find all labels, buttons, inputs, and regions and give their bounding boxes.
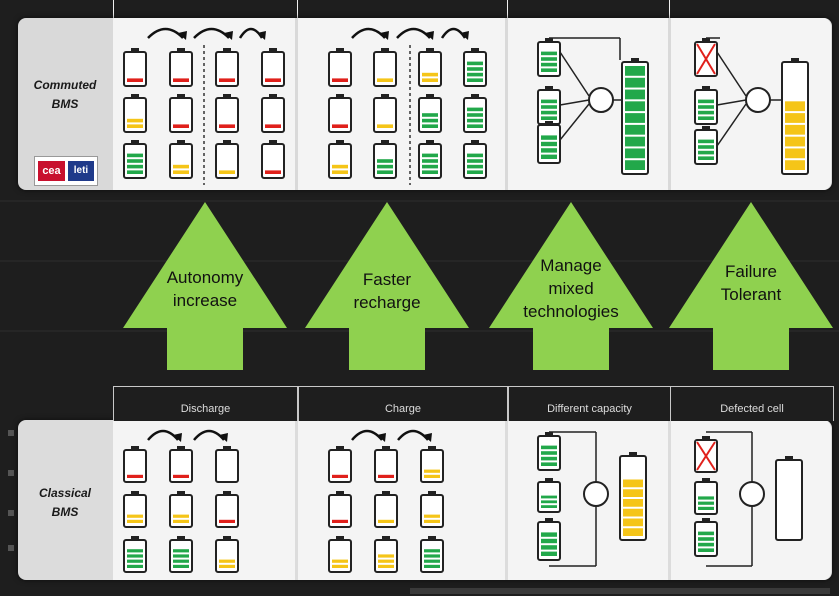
arrow-label-faster-recharge: Faster recharge [353, 270, 421, 312]
col-guide [297, 0, 298, 18]
column-header-charge: Charge [298, 386, 508, 421]
commuted-capacity-cell [508, 18, 668, 190]
classical-charge-cell [298, 420, 505, 580]
leti-logo: leti [68, 161, 94, 181]
arrow-mixed-technologies: Manage mixed technologies [487, 200, 655, 370]
col-guide [669, 0, 670, 18]
commuted-charge-cell [298, 18, 505, 190]
commuted-bms-panel [18, 18, 832, 190]
arrow-label-autonomy: Autonomy increase [166, 268, 244, 310]
cea-logo: cea [38, 161, 65, 181]
cea-leti-logo: cea leti [34, 156, 98, 186]
col-guide [507, 0, 508, 18]
arrow-faster-recharge: Faster recharge [303, 200, 471, 370]
classical-defect-cell [671, 420, 831, 580]
commuted-discharge-cell [113, 18, 295, 190]
col-guide [113, 0, 114, 18]
column-header-capacity: Different capacity [508, 386, 671, 421]
arrow-autonomy: Autonomy increase [121, 200, 289, 370]
classical-bms-panel [18, 420, 832, 580]
classical-capacity-cell [508, 420, 668, 580]
column-header-defect: Defected cell [670, 386, 834, 421]
footnote-bar [410, 588, 830, 594]
commuted-defect-cell [671, 18, 831, 190]
classical-bms-label: Classical BMS [38, 486, 92, 519]
arrow-label-failure-tolerant: Failure Tolerant [720, 262, 782, 304]
classical-discharge-cell [113, 420, 295, 580]
commuted-bms-label: Commuted BMS [33, 78, 97, 111]
arrow-failure-tolerant: Failure Tolerant [667, 200, 835, 370]
column-header-discharge: Discharge [113, 386, 298, 421]
arrow-label-mixed-technologies: Manage mixed technologies [523, 256, 619, 321]
